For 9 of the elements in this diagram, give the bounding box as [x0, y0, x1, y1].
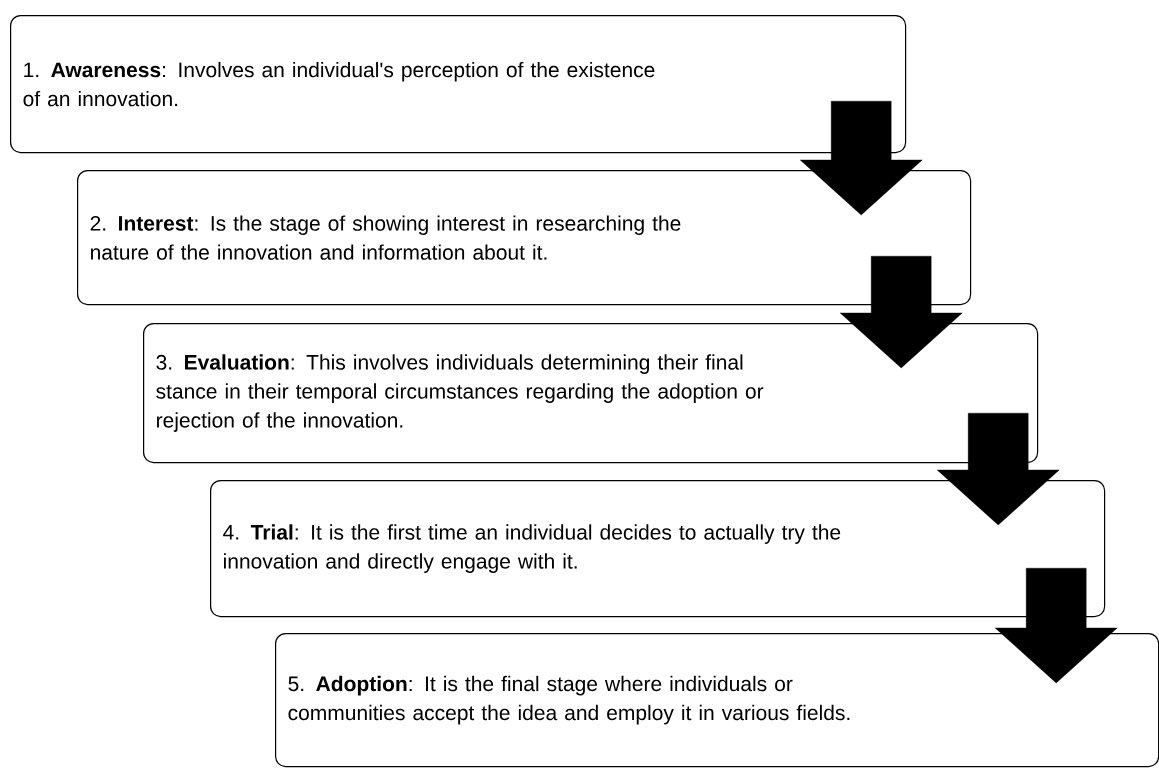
block-arrow — [840, 256, 963, 369]
stage-box: 3. Evaluation: This involves individuals determining their final stance in their temporal circumstances regarding the adoption or rejection of the innovation. — [143, 323, 1039, 464]
stage-box: 1. Awareness: Involves an individual's perception of the existence of an innovation. — [10, 15, 907, 154]
stage-box: 4. Trial: It is the first time an individual decides to actually try the innovation and directly engage with it. — [210, 480, 1106, 618]
block-arrow — [995, 568, 1118, 684]
stage-box: 2. Interest: Is the stage of showing interest in researching the nature of the innovation and information about it. — [77, 170, 972, 306]
block-arrow — [800, 101, 923, 216]
stage-box: 5. Adoption: It is the final stage where individuals or communities accept the idea and employ it in various fields. — [275, 633, 1159, 768]
block-arrow — [937, 413, 1060, 526]
